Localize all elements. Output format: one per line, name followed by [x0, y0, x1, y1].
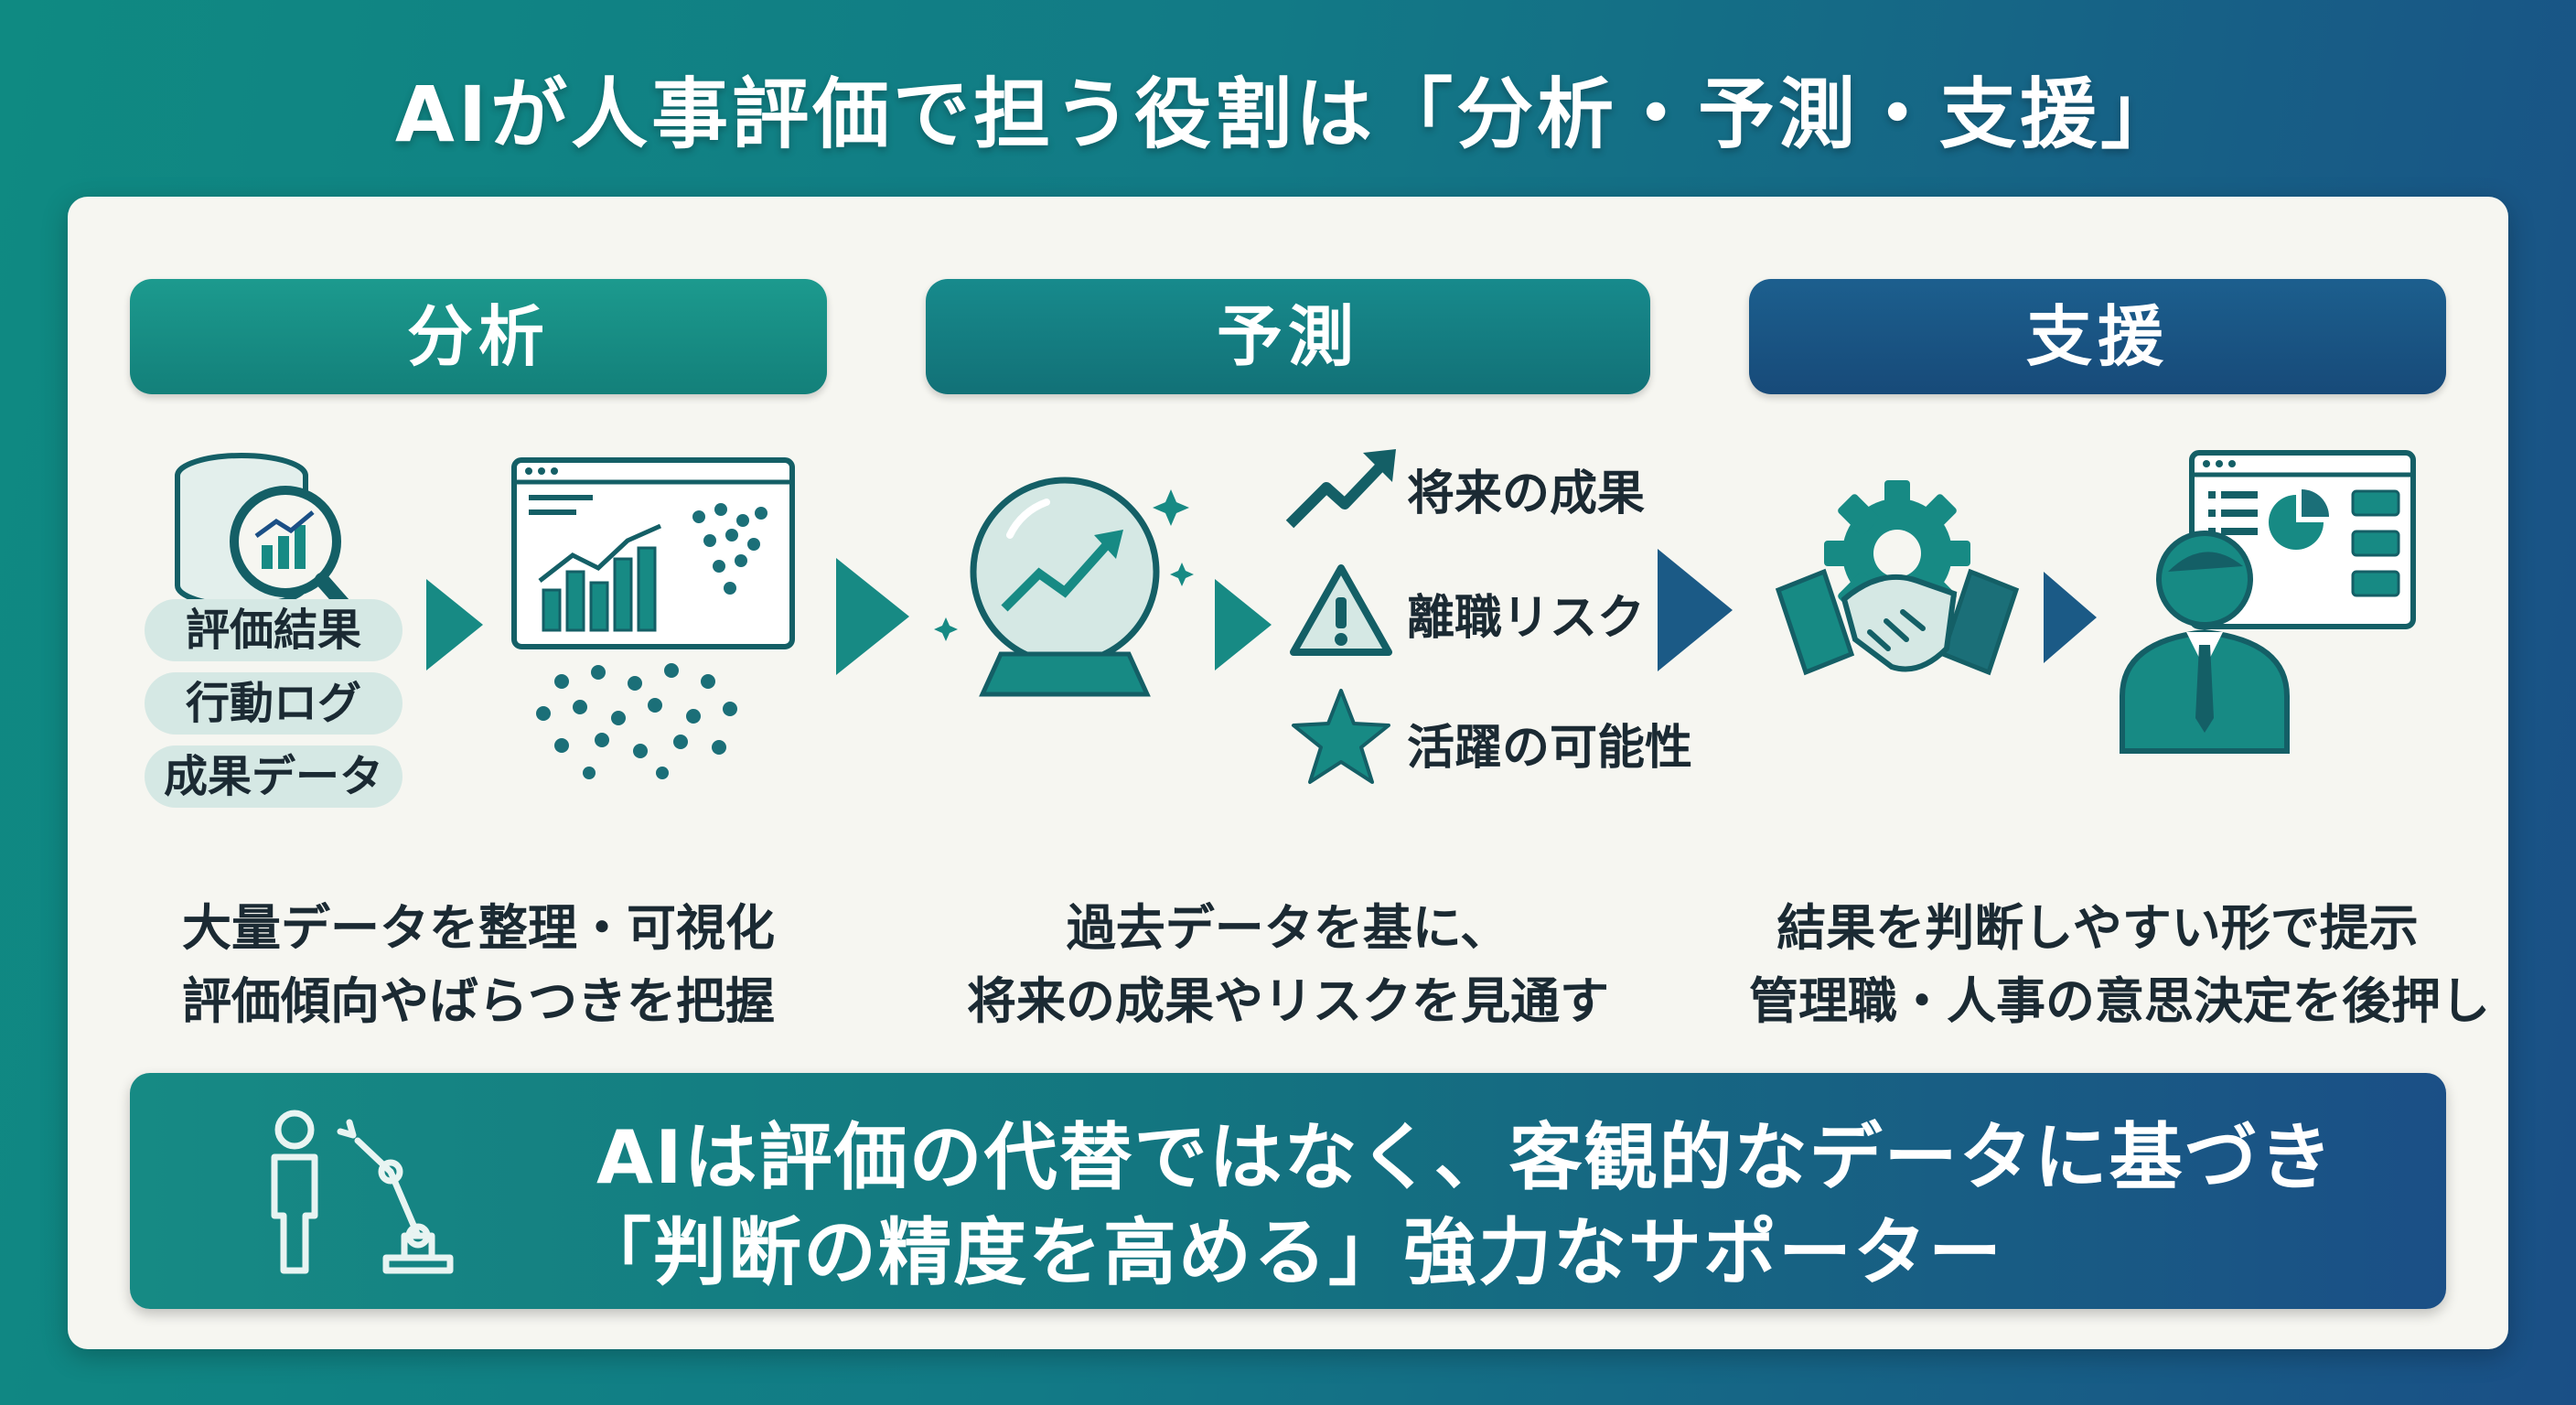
prediction-item-potential: 活躍の可能性: [1407, 721, 1693, 776]
conclusion-line2: 「判断の精度を高める」強力なサポーター: [578, 1210, 2003, 1295]
support-description: 結果を判断しやすい形で提示 管理職・人事の意思決定を後押し: [1749, 892, 2490, 1038]
star-icon: [1292, 689, 1390, 784]
data-tag-evaluation: 評価結果: [145, 599, 402, 661]
conclusion-line1: AIは評価の代替ではなく、客観的なデータに基づき: [596, 1115, 2334, 1200]
flow-arrow-icon: [836, 558, 909, 675]
database-search-icon: [175, 453, 363, 626]
crystal-ball-icon: [934, 477, 1194, 697]
prediction-description: 過去データを基に、 将来の成果やリスクを見通す: [926, 892, 1650, 1038]
analytics-dashboard-icon: [511, 457, 795, 779]
prediction-item-turnover-risk: 離職リスク: [1407, 591, 1646, 646]
support-description-line1: 結果を判断しやすい形で提示: [1776, 899, 2419, 957]
main-panel: 分析 予測 支援 評価結果 行動ログ 成果データ: [68, 197, 2508, 1349]
person-robot-arm-icon: [271, 1110, 454, 1274]
trend-up-arrow-icon: [1285, 449, 1396, 529]
flow-arrow-icon: [1658, 549, 1733, 671]
stage-header-support: 支援: [1749, 279, 2446, 394]
prediction-item-future-results: 将来の成果: [1407, 467, 1646, 521]
data-tag-behavior-log: 行動ログ: [145, 672, 402, 735]
warning-triangle-icon: [1290, 564, 1392, 656]
flow-arrow-icon: [1215, 579, 1272, 670]
stage-header-prediction: 予測: [926, 279, 1650, 394]
flow-arrow-icon: [2044, 572, 2097, 663]
support-description-line2: 管理職・人事の意思決定を後押し: [1749, 972, 2490, 1030]
analysis-description-line1: 大量データを整理・可視化: [182, 899, 775, 957]
prediction-description-line1: 過去データを基に、: [1066, 899, 1510, 957]
prediction-description-line2: 将来の成果やリスクを見通す: [967, 972, 1609, 1030]
gear-handshake-icon: [1775, 480, 2020, 676]
stage-header-analysis: 分析: [130, 279, 827, 394]
conclusion-banner: AIは評価の代替ではなく、客観的なデータに基づき 「判断の精度を高める」強力なサ…: [130, 1073, 2446, 1309]
data-tag-result-data: 成果データ: [145, 745, 402, 808]
analysis-description-line2: 評価傾向やばらつきを把握: [182, 972, 775, 1030]
manager-dashboard-icon: [2120, 450, 2416, 754]
flow-arrow-icon: [426, 579, 483, 670]
analysis-description: 大量データを整理・可視化 評価傾向やばらつきを把握: [130, 892, 827, 1038]
page-title: AIが人事評価で担う役割は「分析・予測・支援」: [394, 70, 2182, 159]
